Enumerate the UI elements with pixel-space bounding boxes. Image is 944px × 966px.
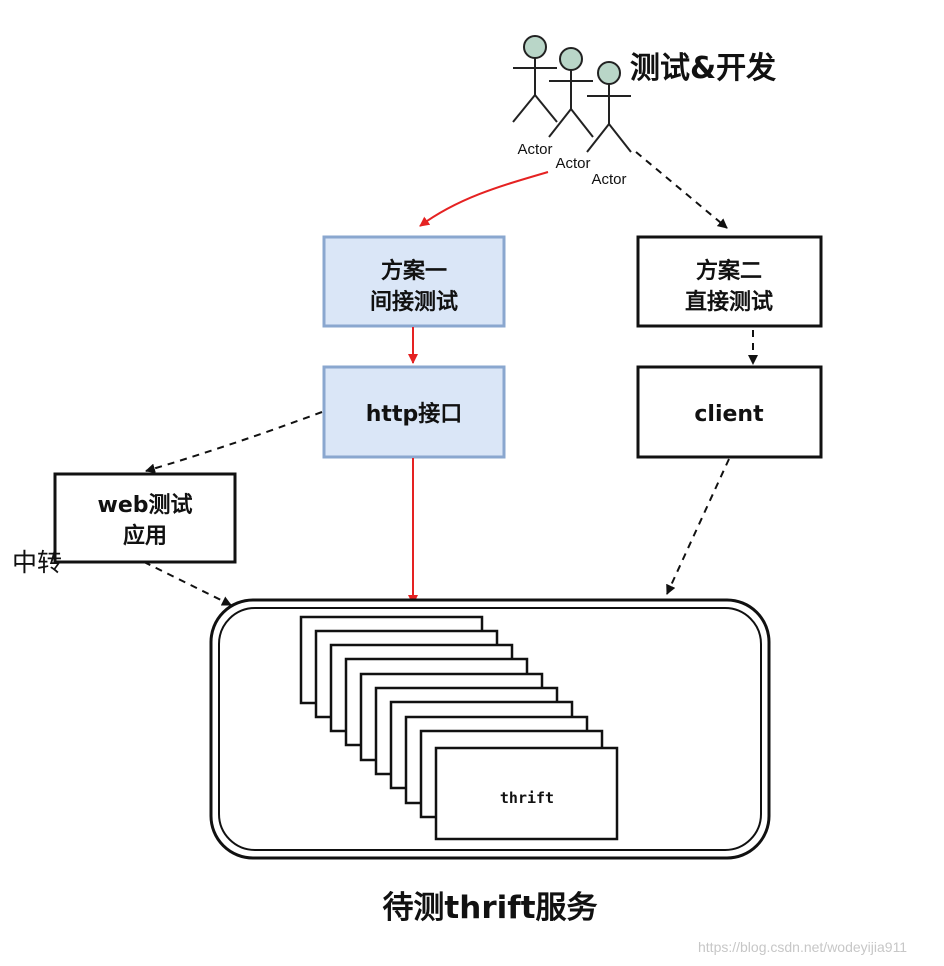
plan-two-box: 方案二 直接测试 [636, 235, 823, 328]
plan-one-title: 方案一 [381, 258, 447, 284]
relay-label: 中转 [12, 548, 62, 577]
client-box: client [636, 365, 823, 459]
arrow-actors-to-plan-one [419, 171, 549, 227]
arrow-http-to-web-app [145, 411, 323, 474]
actor-figure-1 [512, 35, 558, 123]
arrow-client-to-service [666, 458, 730, 595]
http-interface-box: http接口 [322, 365, 506, 459]
web-test-app-subtitle: 应用 [123, 523, 167, 549]
client-label: client [694, 402, 764, 427]
arrow-actors-to-plan-two [635, 151, 728, 229]
actor-figure-2 [548, 47, 594, 138]
service-title: 待测thrift服务 [382, 890, 597, 926]
actor-label-3: Actor [591, 171, 626, 188]
actor-label-2: Actor [555, 155, 590, 172]
plan-one-box: 方案一 间接测试 [322, 235, 506, 328]
plan-two-subtitle: 直接测试 [685, 289, 773, 315]
thrift-card-label: thrift [500, 789, 554, 807]
arrow-web-app-to-service [143, 561, 232, 606]
web-test-app-title: web测试 [98, 493, 193, 518]
actor-label-1: Actor [517, 141, 552, 158]
team-label: 测试&开发 [630, 51, 776, 86]
plan-two-title: 方案二 [696, 258, 762, 284]
plan-one-subtitle: 间接测试 [370, 290, 458, 315]
actor-figure-3 [586, 61, 632, 153]
web-test-app-box: web测试 应用 [53, 472, 237, 564]
thrift-card-front [434, 746, 619, 841]
http-interface-label: http接口 [366, 402, 462, 427]
watermark: https://blog.csdn.net/wodeyijia911 [698, 939, 907, 955]
thrift-card-stack [299, 615, 619, 841]
